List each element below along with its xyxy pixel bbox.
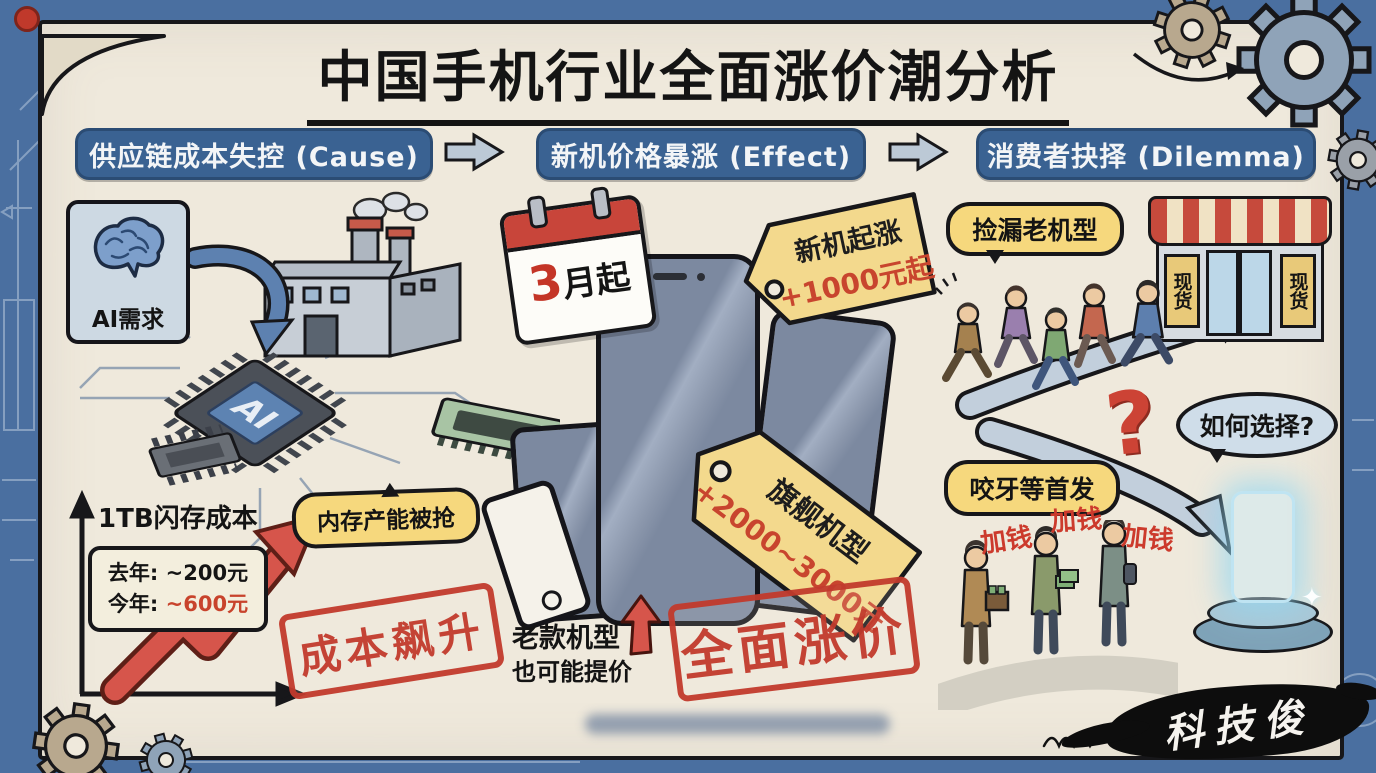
curved-arrow-icon — [1132, 52, 1244, 82]
runner-figure — [994, 285, 1038, 368]
arrow-to-launch — [975, 417, 1233, 558]
memory-chip-icon — [148, 424, 242, 486]
runner-figure — [1032, 307, 1079, 390]
bubble-tail — [986, 250, 1004, 273]
banner-dilemma-label: 消费者抉择 (Dilemma) — [987, 141, 1305, 173]
sparkle-icon: ✦ — [1301, 583, 1323, 613]
this-year-label: 今年: — [107, 592, 159, 616]
last-year-value: ~200元 — [165, 560, 249, 585]
old-model-title: 老款机型 — [512, 623, 620, 654]
banner-dilemma: 消费者抉择 (Dilemma) — [976, 128, 1316, 180]
queue-figure — [1030, 526, 1079, 655]
hologram-phone-icon — [1231, 491, 1295, 603]
gears-top-right — [1132, 0, 1376, 195]
question-mark: ? — [1100, 371, 1161, 477]
running-crowd — [935, 272, 1174, 390]
this-year-value: ~600元 — [165, 592, 249, 616]
flow-arrow-icon — [444, 132, 505, 172]
gear-icon — [129, 723, 203, 773]
banner-cause: 供应链成本失控 (Cause) — [75, 128, 433, 180]
bubble-tail — [1208, 449, 1226, 472]
paper-curl — [40, 34, 166, 116]
brain-icon — [93, 216, 165, 278]
waiting-queue — [938, 520, 1178, 710]
add-money-label: 加钱 — [978, 522, 1035, 560]
memory-shortage-label: 内存产能被抢 — [316, 505, 456, 537]
ai-demand-label: AI需求 — [91, 307, 165, 333]
calendar-month-label: 月起 — [560, 257, 633, 307]
store-sign-right: 现货 — [1280, 254, 1316, 328]
memory-shortage-bubble: 内存产能被抢 — [291, 473, 481, 550]
page-title: 中国手机行业全面涨价潮分析 — [307, 32, 1069, 126]
store-awning — [1148, 196, 1332, 246]
queue-figure — [960, 540, 1010, 665]
option-old-models-bubble: 捡漏老机型 — [946, 202, 1124, 264]
up-arrow-icon — [620, 594, 662, 656]
banner-effect-label: 新机价格暴涨 (Effect) — [550, 141, 852, 173]
runner-figure — [942, 302, 992, 382]
full-price-rise-label: 全面涨价 — [677, 600, 912, 689]
home-button — [539, 587, 565, 613]
runner-figure — [1074, 283, 1116, 368]
flash-price-box: 去年: ~200元 今年: ~600元 — [88, 546, 268, 632]
factory-icon — [262, 191, 462, 358]
gears-bottom-left — [27, 697, 203, 773]
option-wait-launch-label: 咬牙等首发 — [969, 475, 1095, 504]
option-wait-launch-bubble: 咬牙等首发 — [944, 460, 1120, 516]
store-doors — [1206, 250, 1272, 336]
sweat-marks — [935, 272, 958, 295]
price-last-year: 去年: ~200元 — [108, 558, 248, 590]
last-year-label: 去年: — [107, 560, 159, 585]
flow-arrow-icon — [888, 132, 949, 172]
store-sign-left: 现货 — [1164, 254, 1200, 328]
add-money-label: 加钱 — [1049, 504, 1104, 538]
price-this-year: 今年: ~600元 — [108, 589, 248, 621]
gear-icon — [27, 697, 125, 773]
bubble-tail — [380, 473, 400, 498]
queue-figure — [1098, 520, 1137, 647]
cost-soaring-label: 成本飙升 — [295, 605, 489, 683]
launch-pedestal: ✦ — [1185, 465, 1335, 660]
how-to-choose-label: 如何选择? — [1199, 412, 1315, 441]
gear-icon — [1323, 125, 1376, 195]
banner-cause-label: 供应链成本失控 (Cause) — [89, 141, 419, 173]
pushpin-icon — [14, 6, 40, 32]
store-icon: 现货 现货 — [1148, 196, 1332, 342]
phone-camera — [697, 273, 705, 281]
gear-icon — [1239, 0, 1369, 125]
blurred-watermark-bar — [585, 714, 890, 734]
watermark-text: 科技俊 — [1161, 693, 1316, 758]
calendar-icon: 3 月起 — [498, 186, 658, 347]
curved-arrow-icon — [184, 244, 296, 357]
option-old-models-label: 捡漏老机型 — [972, 216, 1098, 245]
gear-icon — [1143, 0, 1241, 79]
how-to-choose-bubble: 如何选择? — [1176, 392, 1338, 463]
phone-speaker — [653, 273, 687, 280]
flash-cost-title: 1TB闪存成本 — [98, 504, 258, 534]
ai-demand-card: AI需求 — [66, 200, 190, 344]
old-model-note: 也可能提价 — [512, 658, 632, 686]
add-money-label: 加钱 — [1120, 521, 1176, 557]
banner-effect: 新机价格暴涨 (Effect) — [536, 128, 866, 180]
runner-figure — [1120, 279, 1174, 367]
